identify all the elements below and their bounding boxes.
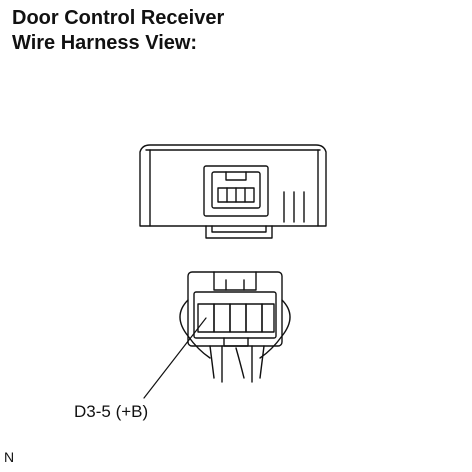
corner-mark: N xyxy=(4,449,15,465)
harness-cavity-2 xyxy=(213,303,231,333)
receiver-unit xyxy=(139,144,327,239)
harness-connector xyxy=(179,271,291,383)
receiver-socket-latch xyxy=(225,171,247,181)
diagram-title: Door Control Receiver Wire Harness View: xyxy=(12,6,224,56)
harness-cavity-5 xyxy=(261,303,275,333)
receiver-socket-frame xyxy=(203,165,269,217)
harness-face xyxy=(193,291,277,339)
harness-shell xyxy=(187,271,283,347)
harness-right-boot xyxy=(259,299,291,359)
receiver-tab-step xyxy=(211,225,267,233)
harness-wire-left xyxy=(209,345,215,379)
harness-bottom-key xyxy=(223,337,249,347)
title-line-1: Door Control Receiver xyxy=(12,7,225,29)
harness-lock xyxy=(213,271,257,291)
harness-wire-right-2 xyxy=(259,345,265,379)
receiver-housing xyxy=(139,144,327,227)
harness-wire-mid xyxy=(235,347,245,379)
receiver-ribs xyxy=(283,191,305,223)
receiver-socket xyxy=(211,171,261,209)
receiver-bottom-tab xyxy=(205,225,273,239)
harness-lock-tab xyxy=(225,279,245,291)
harness-cavity-4 xyxy=(245,303,263,333)
title-line-2: Wire Harness View: xyxy=(12,32,198,54)
harness-cavity-3 xyxy=(229,303,247,333)
callout-leader-line xyxy=(143,317,207,399)
pin-callout-label: D3-5 (+B) xyxy=(74,402,149,421)
receiver-terminal-dividers xyxy=(226,187,246,203)
harness-left-boot xyxy=(179,299,211,359)
